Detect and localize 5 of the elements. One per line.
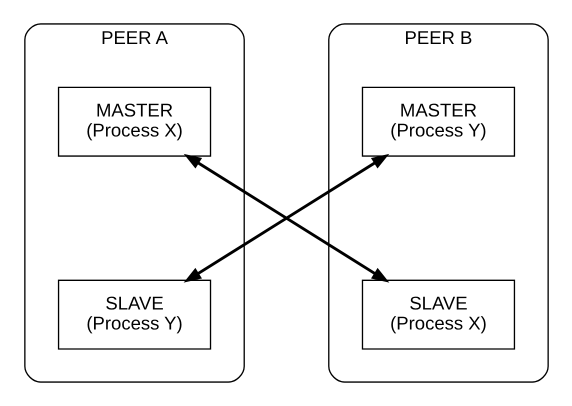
node-box: MASTER (Process Y) bbox=[361, 86, 515, 157]
node-box: SLAVE (Process Y) bbox=[57, 280, 211, 350]
node-box: SLAVE (Process X) bbox=[361, 280, 515, 350]
node-box: MASTER (Process X) bbox=[57, 86, 211, 157]
arrow bbox=[183, 154, 389, 283]
